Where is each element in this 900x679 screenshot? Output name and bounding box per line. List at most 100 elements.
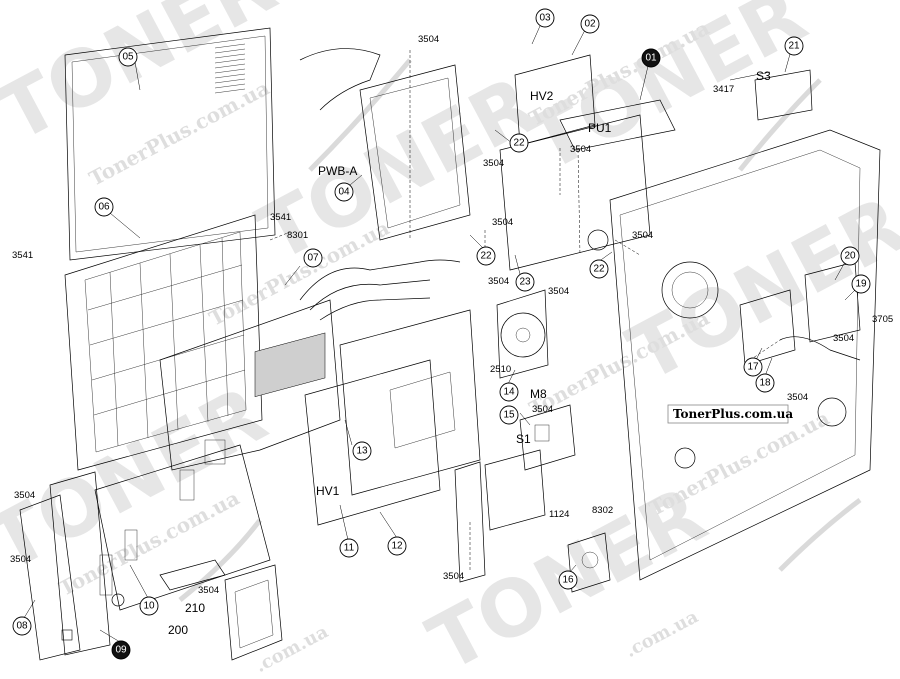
svg-text:22: 22 — [513, 138, 525, 149]
code-8301: 8301 — [287, 230, 308, 241]
brand-label: TonerPlus.com.ua — [667, 404, 793, 424]
part-s1-switch — [454, 404, 576, 583]
code-3504-mid2: 3504 — [570, 144, 591, 155]
part-210-memory — [159, 559, 283, 661]
part-05-cover-plate — [64, 27, 276, 261]
svg-text:01: 01 — [645, 53, 657, 64]
watermark-swoosh-1 — [308, 58, 412, 172]
label-pu1: PU1 — [588, 121, 612, 135]
svg-text:08: 08 — [16, 621, 28, 632]
svg-text:13: 13 — [356, 446, 368, 457]
watermark-toner-2: TONER — [245, 60, 550, 279]
code-3504-mid3: 3504 — [492, 217, 513, 228]
part-19-20-bracket — [739, 261, 861, 366]
code-3417: 3417 — [713, 84, 734, 95]
code-3541-b: 3541 — [12, 250, 33, 261]
svg-text:17: 17 — [747, 362, 759, 373]
callout-03: 03 — [531, 8, 555, 45]
svg-text:09: 09 — [115, 645, 127, 656]
code-3504-top: 3504 — [418, 34, 439, 45]
svg-text:05: 05 — [122, 52, 134, 63]
svg-text:23: 23 — [519, 277, 531, 288]
label-200: 200 — [168, 623, 188, 637]
callout-13: 13 — [344, 419, 372, 461]
code-3504-right2: 3504 — [787, 392, 808, 403]
part-hv2-board — [514, 54, 596, 146]
brand-label-text: TonerPlus.com.ua — [673, 407, 793, 421]
callout-14: 14 — [499, 369, 519, 402]
callout-16: 16 — [558, 564, 578, 590]
svg-text:20: 20 — [844, 251, 856, 262]
callout-18: 18 — [755, 357, 775, 393]
callout-04: 04 — [334, 174, 363, 202]
assembly-lines — [269, 50, 781, 570]
code-3705: 3705 — [872, 314, 893, 325]
callout-07: 07 — [284, 248, 323, 286]
watermark-swoosh-2 — [738, 78, 822, 172]
callout-19: 19 — [844, 274, 871, 301]
svg-text:07: 07 — [307, 253, 319, 264]
designation-labels: HV2 PU1 PWB-A HV1 M8 S1 S3 200 210 3504 … — [10, 34, 893, 637]
svg-text:15: 15 — [503, 410, 515, 421]
label-hv1: HV1 — [316, 484, 340, 498]
svg-text:21: 21 — [788, 41, 800, 52]
svg-text:12: 12 — [391, 541, 403, 552]
code-3504-mid6: 3504 — [548, 286, 569, 297]
part-06-grid-frame — [64, 214, 263, 471]
callout-06: 06 — [94, 197, 141, 239]
callout-11: 11 — [339, 504, 359, 558]
watermark-domain-1: .com.ua — [622, 606, 702, 662]
svg-text:04: 04 — [338, 187, 350, 198]
watermark-swoosh-3 — [178, 518, 262, 602]
svg-text:10: 10 — [143, 601, 155, 612]
part-hv1-boards — [304, 309, 481, 526]
part-10-controller — [94, 439, 271, 611]
callout-23: 23 — [514, 254, 535, 292]
callout-08: 08 — [12, 599, 36, 636]
code-3504-mid1: 3504 — [483, 158, 504, 169]
callout-21: 21 — [784, 36, 804, 73]
callout-02: 02 — [571, 14, 600, 56]
code-3504-mid5: 3504 — [488, 276, 509, 287]
code-3504-mid4: 3504 — [632, 230, 653, 241]
code-8302: 8302 — [592, 505, 613, 516]
callout-22-a: 22 — [494, 129, 529, 153]
code-3504-left2: 3504 — [10, 554, 31, 565]
part-07-board — [159, 48, 461, 471]
part-main-chassis — [609, 129, 881, 581]
callouts: 05 06 04 03 02 01 21 22 22 22 23 07 20 1… — [12, 8, 871, 660]
svg-text:22: 22 — [480, 251, 492, 262]
callout-10: 10 — [129, 564, 159, 616]
svg-text:02: 02 — [584, 19, 596, 30]
callout-05: 05 — [118, 47, 141, 91]
code-3504-left1: 3504 — [14, 490, 35, 501]
code-3504-s1: 3504 — [532, 404, 553, 415]
part-pwb-a-board — [359, 64, 471, 241]
label-hv2: HV2 — [530, 89, 554, 103]
part-08-bracket — [19, 471, 111, 661]
label-pwb-a: PWB-A — [318, 164, 357, 178]
svg-text:06: 06 — [98, 202, 110, 213]
code-3504-bot: 3504 — [443, 571, 464, 582]
svg-text:03: 03 — [539, 13, 551, 24]
code-3541-a: 3541 — [270, 212, 291, 223]
code-3504-right1: 3504 — [833, 333, 854, 344]
callout-15: 15 — [499, 405, 531, 426]
callout-09: 09 — [99, 629, 131, 660]
svg-text:11: 11 — [344, 543, 355, 554]
callout-01: 01 — [639, 48, 661, 101]
watermark-toner-1: TONER — [0, 0, 290, 160]
svg-text:19: 19 — [855, 279, 867, 290]
watermark-domain-2: .com.ua — [252, 621, 332, 677]
code-3504-low: 3504 — [198, 585, 219, 596]
code-2510: 2510 — [490, 364, 511, 375]
svg-text:18: 18 — [759, 378, 771, 389]
svg-text:16: 16 — [562, 575, 574, 586]
label-s3: S3 — [756, 69, 771, 83]
part-s3-bracket — [729, 69, 813, 121]
callout-22-c: 22 — [589, 251, 613, 279]
label-m8: M8 — [530, 387, 547, 401]
callout-17: 17 — [743, 347, 763, 377]
part-m8-fan — [496, 289, 549, 379]
